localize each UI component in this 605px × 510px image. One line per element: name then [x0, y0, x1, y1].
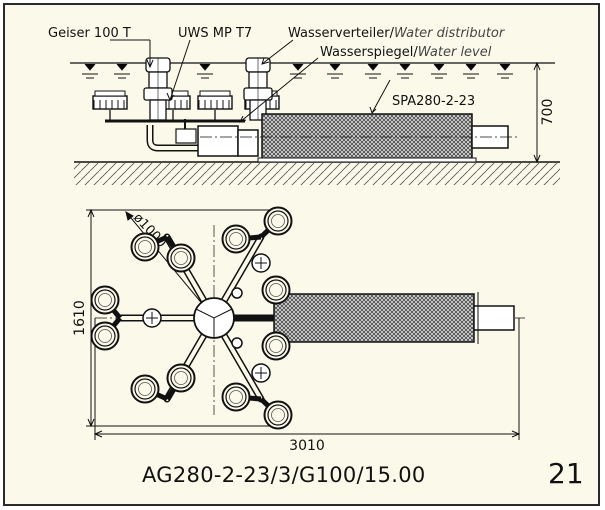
nozzle — [261, 275, 291, 305]
nozzle — [90, 321, 120, 351]
water-level-label-de: Wasserspiegel/ — [320, 45, 418, 60]
side-view: 700 Geiser 100 T UWS MP T7 Wasserverteil… — [48, 26, 560, 185]
nozzle — [90, 285, 120, 315]
width-label: 1610 — [72, 300, 88, 336]
water-level-label-en: Water level — [418, 45, 492, 60]
junction — [231, 337, 243, 349]
geyser-unit — [143, 57, 173, 121]
nozzle-unit — [197, 90, 233, 110]
nozzle — [221, 382, 251, 412]
nozzle — [130, 232, 160, 262]
water-level-symbols — [82, 63, 513, 79]
nozzle — [166, 243, 196, 273]
geyser-label: Geiser 100 T — [48, 26, 131, 41]
nozzle — [263, 206, 293, 236]
nozzle-unit — [92, 90, 128, 110]
water-distributor — [197, 125, 239, 157]
nozzle — [221, 224, 251, 254]
page-number: 21 — [548, 457, 584, 490]
height-label: 700 — [540, 99, 556, 126]
geyser-unit — [243, 57, 273, 121]
distributor-label: Wasserverteiler/Water distributor — [288, 26, 506, 41]
pump-motor-top — [273, 293, 475, 343]
valve — [175, 128, 197, 144]
length-label: 3010 — [289, 438, 325, 454]
leader-lines — [110, 39, 391, 123]
ground-hatch — [74, 163, 560, 185]
distributor-label-de: Wasserverteiler/ — [288, 26, 395, 41]
height-dimension — [512, 61, 542, 164]
product-code: AG280-2-23/3/G100/15.00 — [142, 463, 426, 487]
nozzle — [130, 374, 160, 404]
nozzle — [166, 363, 196, 393]
drawing-frame — [3, 3, 600, 506]
top-view: 1610 3010 ø1000 — [72, 206, 525, 454]
nozzle — [261, 331, 291, 361]
pump-label: SPA280-2-23 — [392, 94, 475, 109]
junction — [231, 287, 243, 299]
distributor-label-en: Water distributor — [394, 26, 506, 41]
water-level-label: Wasserspiegel/Water level — [320, 45, 492, 60]
width-dimension — [86, 208, 270, 428]
uws-label: UWS MP T7 — [178, 26, 252, 41]
nozzle — [263, 400, 293, 430]
